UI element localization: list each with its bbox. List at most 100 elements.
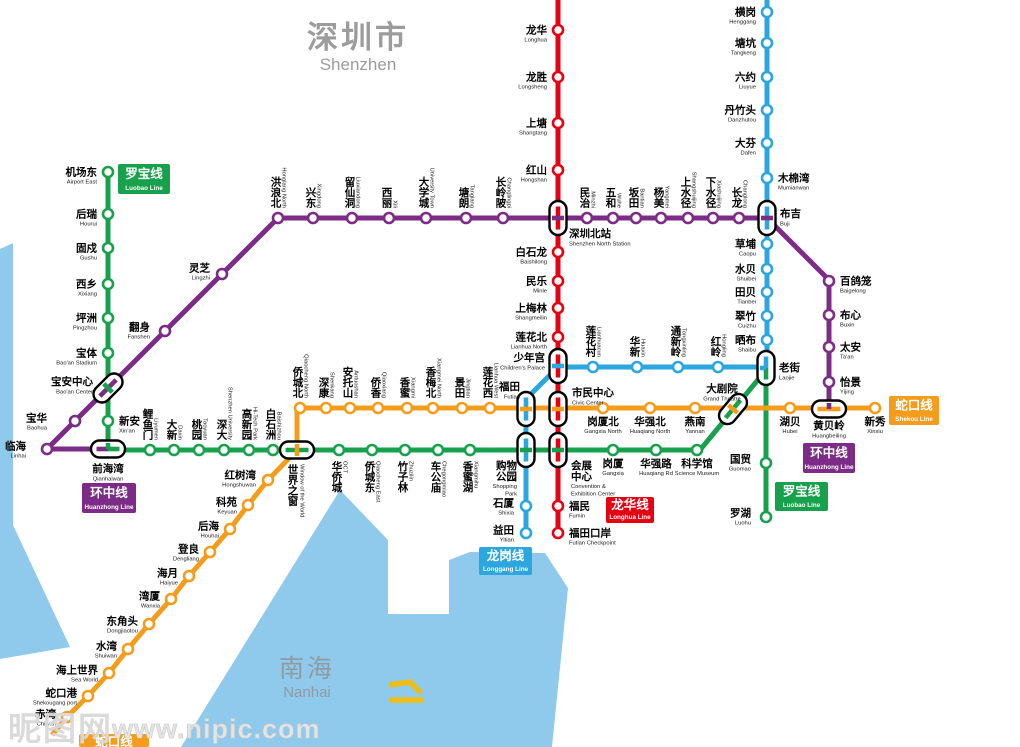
station-label-zh: 西丽: [381, 187, 393, 209]
station-label-zh: 留仙洞: [344, 176, 356, 209]
station-science-museum: [690, 443, 704, 457]
station-daxin: [167, 443, 181, 457]
line-badge-en: Longhua Line: [609, 514, 651, 521]
station-label-zh: 益田: [493, 524, 514, 537]
station-shangtang: [551, 116, 565, 130]
station-label-en: Gangxia North: [584, 429, 621, 435]
station-label-zh: 购物: [496, 459, 517, 472]
station-minle: [551, 274, 565, 288]
station-houhai: [223, 522, 237, 536]
station-yangmei: [654, 211, 668, 225]
station-label-en: Jingtian: [465, 378, 471, 398]
station-dengliang: [203, 545, 217, 559]
station-yitian: [519, 526, 533, 540]
station-label-zh: 坂田: [628, 186, 640, 209]
station-liuyue: [760, 70, 774, 84]
station-baigelong: [822, 274, 836, 288]
station-label-en: Hongshuwan: [222, 483, 256, 489]
station-label-en: Taoyuan: [202, 418, 208, 440]
station-label-en: Dengliang: [173, 557, 199, 563]
station-label-zh: 福民: [568, 500, 590, 513]
station-label-zh: 机场东: [66, 166, 98, 179]
station-label-en: Convention &: [571, 484, 606, 490]
station-yijing: [822, 375, 836, 389]
station-label-zh: 塘朗: [458, 186, 470, 209]
station-label-en: Shaibu: [738, 348, 756, 354]
line-badge-en: Longgang Line: [483, 566, 529, 573]
station-label-zh: 大剧院: [706, 382, 738, 395]
station-label-zh: 布心: [840, 309, 861, 322]
station-label-en: Xixiang: [78, 292, 97, 298]
station-label-en: Henggang: [729, 20, 756, 26]
station-label-en: Shangtang: [519, 131, 547, 137]
station-label-zh: 香蜜湖: [462, 460, 474, 493]
watermark-logo: 昵图网: [8, 710, 113, 747]
station-label-zh: 莲花北: [516, 331, 548, 344]
station-minzhi: [580, 211, 594, 225]
station-label-zh: 草埔: [735, 238, 756, 251]
station-label-zh: 岗厦: [603, 457, 624, 470]
station-ta-an: [822, 340, 836, 354]
station-shuibei: [760, 262, 774, 276]
station-hongshuwan: [261, 473, 275, 487]
station-label-zh: 深康: [318, 376, 330, 399]
station-label-zh: 六约: [735, 71, 756, 84]
station-label-en: Futian: [504, 395, 520, 401]
station-label-zh: 怡景: [840, 376, 861, 389]
station-label-zh: 新安: [119, 415, 140, 428]
station-label-en: Xinxiu: [867, 429, 883, 435]
station-label-en: Changlingpi: [506, 177, 512, 208]
station-label-en: Huaqiang North: [630, 429, 671, 435]
station-label-en: Pingzhou: [73, 326, 97, 332]
interchange-: [548, 431, 568, 469]
station-label-zh: 公园: [496, 471, 517, 483]
station-label-zh: 侨城东: [364, 460, 376, 493]
station-label-en: Buxin: [840, 323, 855, 329]
station-label-zh: 水湾: [95, 640, 117, 653]
sea-label-zh: 南海: [279, 655, 335, 683]
station-label-en: Longsheng: [518, 85, 547, 91]
station-label-en: Xili: [392, 200, 398, 208]
line-badge-en: Luobao Line: [125, 185, 163, 192]
station-shenkang: [319, 401, 333, 415]
station-shangmeilin: [551, 301, 565, 315]
station-label-en: Shixia: [498, 511, 515, 517]
station-label-en: Guomao: [729, 467, 751, 473]
station-label-zh: 福田口岸: [568, 527, 611, 540]
station-label-en: Dongjiaotou: [107, 629, 138, 635]
station-lianhuacun: [586, 360, 600, 374]
station-label-en: Civic Center: [572, 401, 604, 407]
station-label-zh: 老街: [778, 361, 800, 374]
station-label-en: Sea World: [71, 678, 98, 684]
station-tianbei: [760, 285, 774, 299]
station-label-zh: 田贝: [735, 287, 756, 299]
line-huanzhong: [40, 215, 832, 452]
station-label-zh: 红岭: [710, 335, 722, 358]
station-label-en: Lianhua West: [493, 363, 499, 399]
station-cuizhu: [760, 309, 774, 323]
station-label-zh: 竹子林: [397, 460, 409, 493]
station-label-zh: 五和: [605, 187, 617, 209]
station-label-zh: 长龙: [731, 186, 743, 209]
